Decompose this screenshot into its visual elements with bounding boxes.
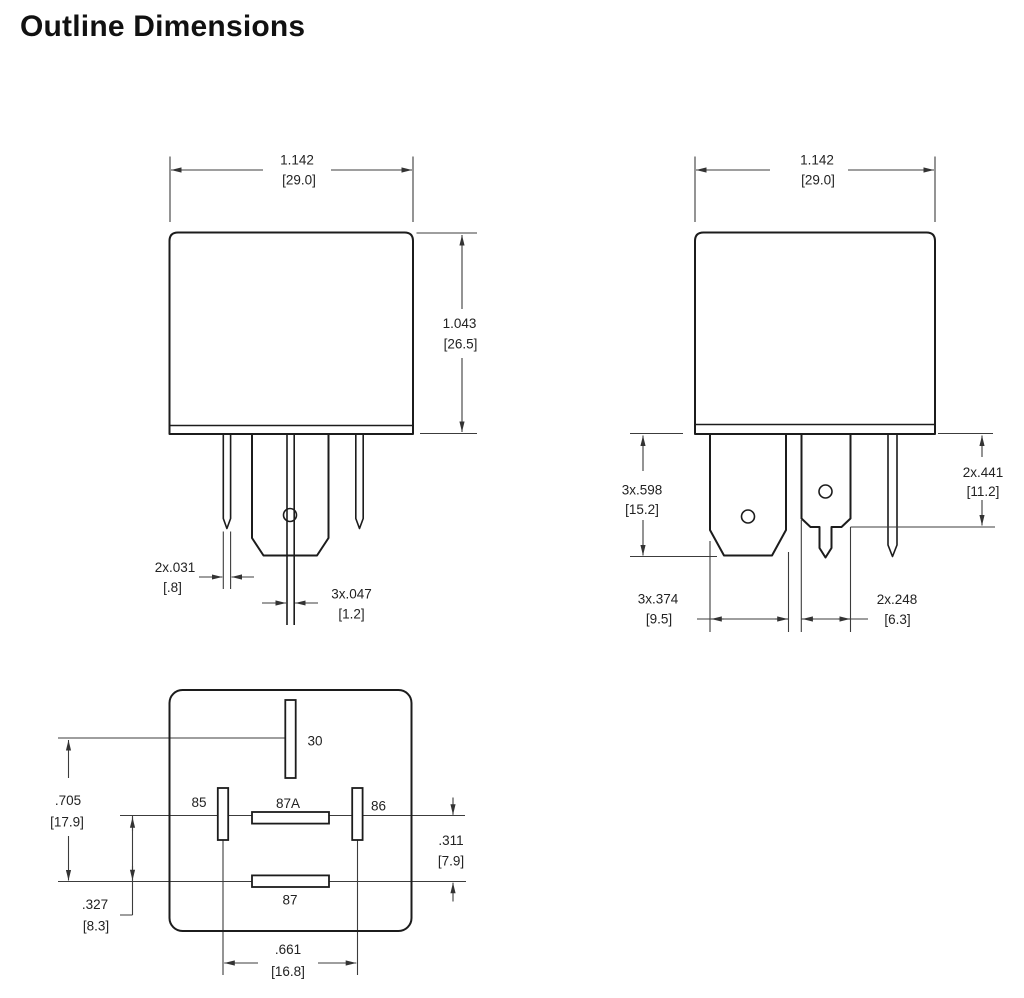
side-mid-blade-w-in: 2x.248 bbox=[877, 592, 918, 607]
terminal-85 bbox=[216, 787, 230, 841]
side-blade-len-in: 3x.598 bbox=[622, 483, 663, 498]
bottom-throw-mm: [7.9] bbox=[438, 854, 464, 869]
side-mid-blade-hole-icon bbox=[818, 484, 833, 499]
side-blade-w-mm: [9.5] bbox=[646, 612, 672, 627]
side-pin-length-dimension: 2x.441 [11.2] bbox=[850, 432, 1004, 528]
front-right-pin bbox=[355, 434, 364, 530]
bottom-body bbox=[168, 689, 413, 932]
bottom-coil-offset-dimension: .327 [8.3] bbox=[82, 816, 136, 934]
front-width-dimension: 1.142 [29.0] bbox=[169, 153, 414, 222]
side-blade-len-mm: [15.2] bbox=[625, 502, 659, 517]
side-pin-len-in: 2x.441 bbox=[963, 465, 1004, 480]
side-width-dimension: 1.142 [29.0] bbox=[694, 153, 936, 222]
front-wide-blade bbox=[251, 434, 330, 557]
terminal-30-label: 30 bbox=[307, 734, 322, 749]
terminal-86-label: 86 bbox=[371, 799, 386, 814]
front-height-in: 1.043 bbox=[443, 316, 477, 331]
front-body bbox=[168, 231, 414, 435]
bottom-contact-spacing-dimension: .311 [7.9] bbox=[438, 797, 464, 902]
page-title: Outline Dimensions bbox=[20, 10, 306, 43]
terminal-87A bbox=[251, 811, 330, 825]
bottom-span-in: .661 bbox=[275, 942, 301, 957]
bottom-centerlines bbox=[58, 737, 466, 975]
front-pin-thk-in: 2x.031 bbox=[155, 560, 196, 575]
front-left-pin bbox=[222, 434, 232, 530]
terminal-85-label: 85 bbox=[191, 795, 206, 810]
front-view: 1.142 [29.0] 1.043 [26.5] 2x.031 [.8] bbox=[155, 153, 478, 625]
bottom-total-height-dimension: .705 [17.9] bbox=[50, 740, 84, 881]
side-blade-width-dimension: 3x.374 [9.5] bbox=[638, 592, 788, 627]
bottom-throw-in: .311 bbox=[438, 833, 463, 848]
front-blade-thk-mm: [1.2] bbox=[338, 607, 364, 622]
side-mid-blade-w-mm: [6.3] bbox=[884, 612, 910, 627]
terminal-30 bbox=[284, 699, 297, 779]
bottom-coil-mm: [8.3] bbox=[83, 919, 109, 934]
side-big-blade-hole-icon bbox=[740, 509, 756, 524]
side-view: 1.142 [29.0] 3x.598 [15.2] 2x.441 [11.2] bbox=[622, 153, 1004, 632]
bottom-coil-in: .327 bbox=[82, 897, 108, 912]
front-blade-hole-icon bbox=[282, 507, 298, 523]
front-edge-blade bbox=[286, 434, 295, 625]
front-pin-thk-mm: [.8] bbox=[163, 580, 182, 595]
bottom-span-mm: [16.8] bbox=[271, 964, 305, 979]
terminal-87 bbox=[251, 874, 330, 888]
front-width-in: 1.142 bbox=[280, 153, 314, 168]
side-blade-w-in: 3x.374 bbox=[638, 592, 679, 607]
side-width-in: 1.142 bbox=[800, 153, 834, 168]
bottom-total-in: .705 bbox=[55, 793, 81, 808]
terminal-87A-label: 87A bbox=[276, 796, 300, 811]
side-width-mm: [29.0] bbox=[801, 173, 835, 188]
bottom-view: 30 85 87A 86 87 .705 [17.9] .327 [8.3] bbox=[50, 689, 466, 979]
side-right-pin bbox=[887, 434, 898, 558]
terminal-87-label: 87 bbox=[282, 893, 297, 908]
front-blade-thickness-dimension: 3x.047 [1.2] bbox=[262, 587, 372, 622]
side-blade-length-dimension: 3x.598 [15.2] bbox=[622, 432, 717, 558]
terminal-86 bbox=[351, 787, 364, 841]
front-width-mm: [29.0] bbox=[282, 173, 316, 188]
bottom-total-mm: [17.9] bbox=[50, 815, 84, 830]
front-height-mm: [26.5] bbox=[444, 337, 478, 352]
front-pin-thickness-dimension: 2x.031 [.8] bbox=[155, 531, 254, 595]
side-body bbox=[694, 231, 936, 435]
side-mid-blade-width-dimension: 2x.248 [6.3] bbox=[801, 592, 918, 627]
front-height-dimension: 1.043 [26.5] bbox=[416, 232, 478, 435]
side-big-blade bbox=[709, 434, 787, 557]
bottom-coil-span-dimension: .661 [16.8] bbox=[224, 942, 357, 979]
side-mid-blade bbox=[800, 434, 852, 559]
front-blade-thk-in: 3x.047 bbox=[331, 587, 372, 602]
side-pin-len-mm: [11.2] bbox=[967, 484, 1000, 499]
